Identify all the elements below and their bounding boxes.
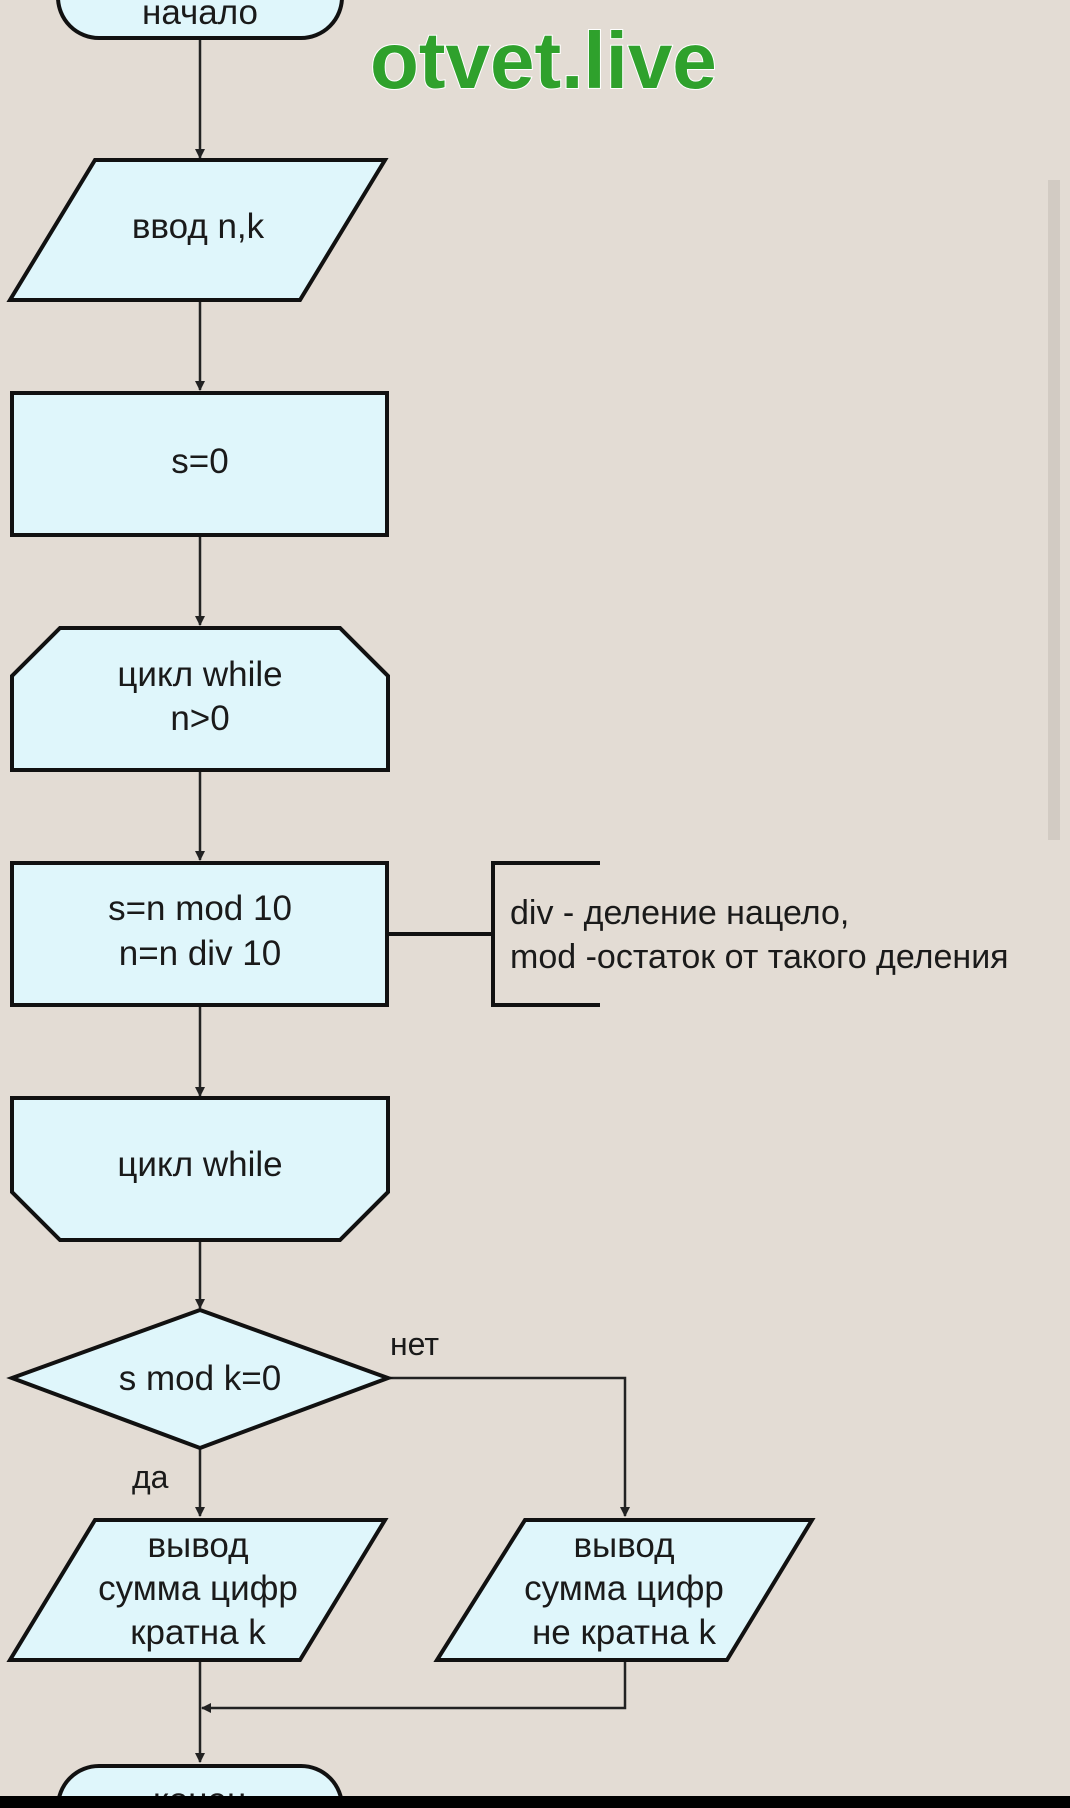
init-label: s=0 [171,442,228,481]
edge-label-yes: да [132,1459,169,1495]
output-no-parallelogram-shape [433,1518,816,1662]
input-label: ввод n,k [132,207,265,246]
init-process-shape [10,391,389,537]
output-no-label-line-2: сумма цифр [524,1569,724,1608]
body-process-shape [10,861,389,1007]
node-output-no: вывод сумма цифр не кратна k [433,1518,816,1662]
edges [195,38,630,1763]
body-label-line-2: n=n div 10 [119,934,282,973]
body-label-line-1: s=n mod 10 [108,889,292,928]
output-yes-label-line-2: сумма цифр [98,1569,298,1608]
output-yes-label-line-1: вывод [147,1526,248,1565]
loop-end-shape [10,1096,390,1242]
loop-start-label-line-1: цикл while [117,655,282,694]
node-condition: s mod k=0 [6,1307,394,1451]
annotation-bracket [491,861,600,1007]
output-no-label-line-3: не кратна k [532,1613,717,1652]
edge-label-no: нет [390,1326,439,1362]
node-output-yes: вывод сумма цифр кратна k [6,1518,389,1662]
node-loop-end: цикл while [10,1096,390,1242]
edge-condition-no [388,1376,630,1517]
condition-label: s mod k=0 [119,1359,281,1398]
start-terminator-shape [56,0,344,40]
output-yes-parallelogram-shape [6,1518,389,1662]
node-init: s=0 [10,391,389,537]
condition-diamond-shape [6,1307,394,1451]
edge-no-to-join [201,1662,627,1713]
annotation-line-2: mod -остаток от такого деления [510,938,1009,976]
annotation-line-1: div - деление нацело, [510,894,849,932]
watermark-text: otvet.live [370,16,717,105]
right-scroll-strip [1048,180,1060,840]
output-yes-label-line-3: кратна k [130,1613,266,1652]
input-parallelogram-shape [6,158,389,302]
node-input: ввод n,k [6,158,389,302]
loop-start-shape [10,626,390,772]
start-label: начало [142,0,258,32]
node-start: начало [56,0,344,40]
node-body: s=n mod 10 n=n div 10 [10,861,389,1007]
bottom-border [0,1796,1070,1808]
loop-start-label-line-2: n>0 [170,699,229,738]
annotation-note: div - деление нацело, mod -остаток от та… [387,861,1009,1007]
output-no-label-line-1: вывод [573,1526,674,1565]
loop-end-label: цикл while [117,1145,282,1184]
node-loop-start: цикл while n>0 [10,626,390,772]
